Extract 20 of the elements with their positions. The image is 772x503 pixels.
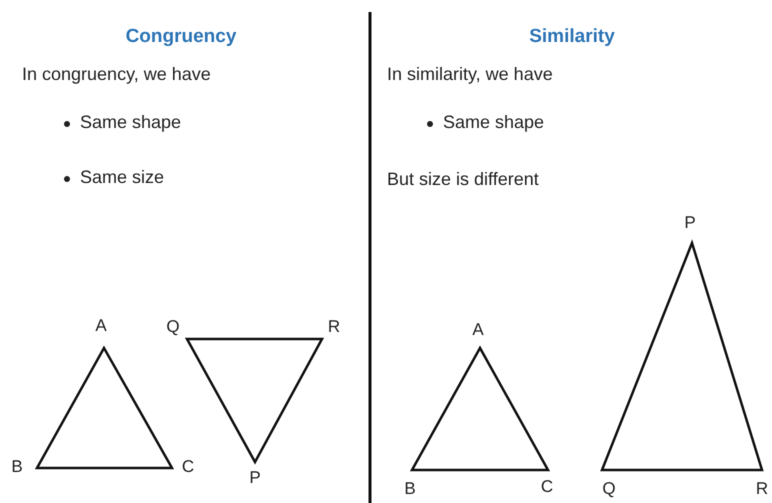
vertex-label: C bbox=[182, 457, 194, 477]
vertex-label: R bbox=[328, 317, 340, 337]
vertex-label: Q bbox=[166, 317, 180, 337]
list-item: Same shape bbox=[80, 112, 182, 133]
vertex-label: B bbox=[11, 457, 23, 477]
vertex-label: Q bbox=[602, 479, 616, 499]
vertex-label: C bbox=[540, 477, 554, 497]
heading: Congruency bbox=[126, 26, 236, 48]
vertex-label: P bbox=[684, 213, 696, 233]
text: In similarity, we have bbox=[387, 64, 553, 85]
text: In congruency, we have bbox=[22, 64, 211, 85]
vertex-label: A bbox=[472, 320, 484, 340]
heading: Similarity bbox=[529, 26, 615, 48]
vertex-label: P bbox=[249, 468, 261, 488]
vertex-label: R bbox=[756, 479, 768, 499]
list-item: Same shape bbox=[443, 112, 544, 133]
text: But size is different bbox=[387, 169, 539, 190]
list-item: Same size bbox=[80, 167, 164, 188]
vertex-label: A bbox=[95, 316, 107, 336]
vertex-label: B bbox=[404, 479, 416, 499]
